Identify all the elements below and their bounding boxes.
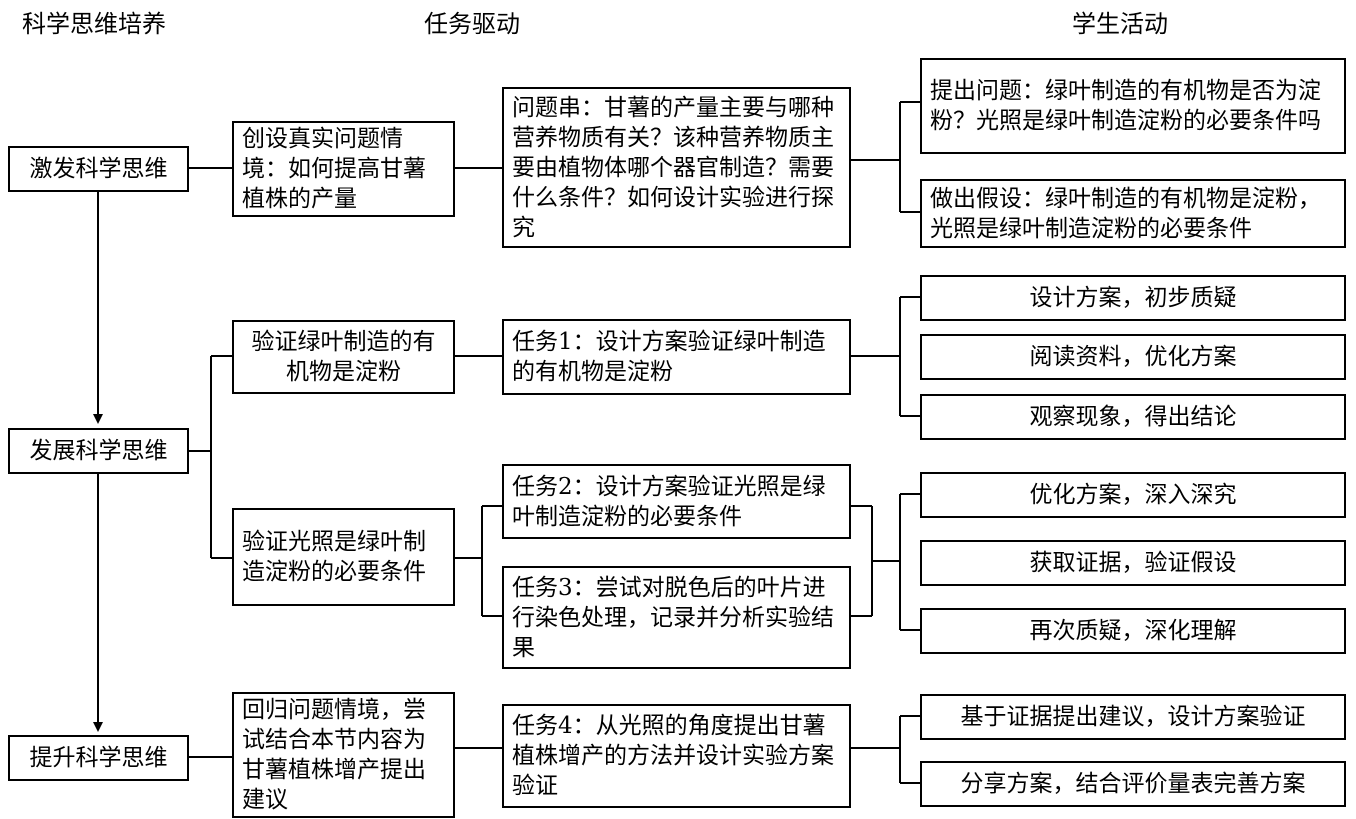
task-text: 任务4：从光照的角度提出甘薯植株增产的方法并设计实验方案验证 bbox=[512, 713, 834, 799]
activity-box-question-again: 再次质疑，深化理解 bbox=[920, 608, 1346, 654]
activity-box-share-plan: 分享方案，结合评价量表完善方案 bbox=[920, 761, 1346, 807]
situation-box-real-problem: 创设真实问题情境：如何提高甘薯植株的产量 bbox=[232, 121, 455, 217]
activity-text: 提出问题：绿叶制造的有机物是否为淀粉？光照是绿叶制造淀粉的必要条件吗 bbox=[930, 78, 1321, 134]
stage-box-stimulate: 激发科学思维 bbox=[8, 146, 189, 192]
activity-box-optimize-deepen: 优化方案，深入深究 bbox=[920, 472, 1346, 518]
task-box-task3: 任务3：尝试对脱色后的叶片进行染色处理，记录并分析实验结果 bbox=[502, 566, 851, 669]
stage-box-develop: 发展科学思维 bbox=[8, 428, 189, 474]
situation-box-verify-starch: 验证绿叶制造的有机物是淀粉 bbox=[232, 320, 455, 394]
activity-box-read-optimize: 阅读资料，优化方案 bbox=[920, 334, 1346, 380]
activity-box-design-question: 设计方案，初步质疑 bbox=[920, 275, 1346, 321]
situation-box-verify-light: 验证光照是绿叶制造淀粉的必要条件 bbox=[232, 508, 455, 606]
task-text: 任务2：设计方案验证光照是绿叶制造淀粉的必要条件 bbox=[512, 473, 826, 530]
situation-text: 验证绿叶制造的有机物是淀粉 bbox=[251, 329, 436, 385]
situation-box-return-problem: 回归问题情境，尝试结合本节内容为甘薯植株增产提出建议 bbox=[232, 692, 455, 818]
task-box-task1: 任务1：设计方案验证绿叶制造的有机物是淀粉 bbox=[502, 319, 851, 395]
task-text: 任务1：设计方案验证绿叶制造的有机物是淀粉 bbox=[512, 329, 826, 385]
header-scientific-thinking: 科学思维培养 bbox=[22, 10, 166, 38]
task-box-question-chain: 问题串：甘薯的产量主要与哪种营养物质有关？该种营养物质主要由植物体哪个器官制造？… bbox=[502, 87, 851, 248]
situation-text: 回归问题情境，尝试结合本节内容为甘薯植株增产提出建议 bbox=[242, 697, 426, 813]
stage-box-improve: 提升科学思维 bbox=[8, 735, 189, 781]
activity-box-evidence-suggest: 基于证据提出建议，设计方案验证 bbox=[920, 694, 1346, 740]
situation-text: 验证光照是绿叶制造淀粉的必要条件 bbox=[242, 529, 426, 585]
task-text: 任务3：尝试对脱色后的叶片进行染色处理，记录并分析实验结果 bbox=[512, 574, 834, 661]
situation-text: 创设真实问题情境：如何提高甘薯植株的产量 bbox=[242, 126, 426, 212]
header-task-driven: 任务驱动 bbox=[424, 10, 520, 38]
header-student-activities: 学生活动 bbox=[1072, 10, 1168, 38]
activity-box-evidence-verify: 获取证据，验证假设 bbox=[920, 540, 1346, 586]
task-box-task2: 任务2：设计方案验证光照是绿叶制造淀粉的必要条件 bbox=[502, 464, 851, 539]
activity-text: 做出假设：绿叶制造的有机物是淀粉，光照是绿叶制造淀粉的必要条件 bbox=[930, 185, 1321, 242]
activity-box-observe-conclude: 观察现象，得出结论 bbox=[920, 394, 1346, 440]
activity-box-raise-question: 提出问题：绿叶制造的有机物是否为淀粉？光照是绿叶制造淀粉的必要条件吗 bbox=[920, 58, 1346, 154]
task-text: 问题串：甘薯的产量主要与哪种营养物质有关？该种营养物质主要由植物体哪个器官制造？… bbox=[512, 94, 834, 241]
task-box-task4: 任务4：从光照的角度提出甘薯植株增产的方法并设计实验方案验证 bbox=[502, 704, 851, 808]
activity-box-hypothesis: 做出假设：绿叶制造的有机物是淀粉，光照是绿叶制造淀粉的必要条件 bbox=[920, 179, 1346, 248]
